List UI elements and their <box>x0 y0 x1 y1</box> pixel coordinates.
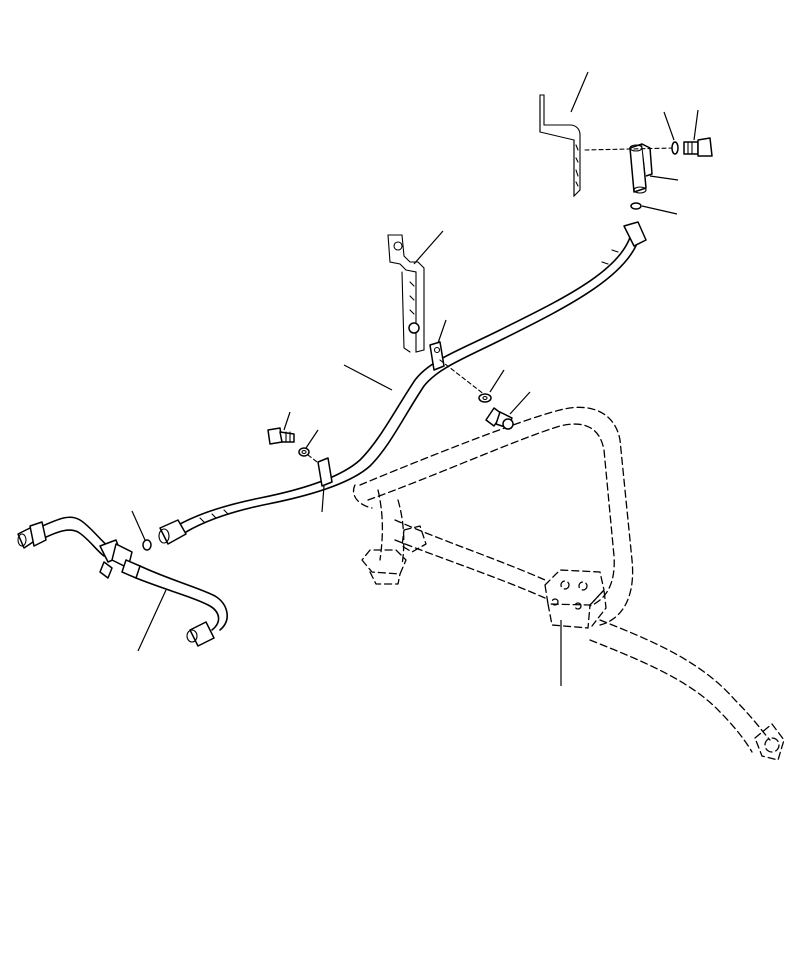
leader-bolt-left <box>283 411 291 431</box>
leader-clamp-left <box>321 485 325 513</box>
bolt-middle <box>485 407 514 430</box>
tube-assembly-left <box>17 516 228 647</box>
hose-main <box>158 221 647 545</box>
bolt-upper <box>683 137 713 157</box>
washer-upper <box>671 141 679 155</box>
bracket-middle <box>387 234 425 353</box>
leader-o-ring-left <box>131 510 146 541</box>
phantom-frame <box>352 406 771 753</box>
leader-washer-middle <box>489 369 505 393</box>
phantom-fitting-left <box>361 525 427 585</box>
leader-bracket-middle <box>413 230 444 265</box>
valve-block <box>544 569 607 629</box>
leader-lines <box>131 71 699 686</box>
pipe-adapter-block <box>629 143 653 194</box>
leader-bolt-upper <box>693 109 699 141</box>
o-ring-left <box>142 539 152 551</box>
clamp-left <box>317 457 333 487</box>
washer-left <box>298 447 310 457</box>
leader-hose-main <box>343 364 393 391</box>
phantom-fitting-right <box>754 723 785 761</box>
leader-tube-assembly-left <box>137 589 167 652</box>
bolt-left <box>267 427 295 445</box>
leader-bolt-middle <box>509 391 531 415</box>
washer-middle <box>478 393 492 403</box>
o-ring-upper <box>630 202 642 210</box>
leader-washer-upper <box>663 111 675 141</box>
bracket-upper-right <box>539 94 581 198</box>
clamp-middle <box>429 341 445 371</box>
leader-bracket-upper-right <box>570 71 589 113</box>
leader-o-ring-upper <box>641 205 678 215</box>
leader-clamp-middle <box>437 319 447 344</box>
axis-line-middle <box>439 359 486 396</box>
axis-line-upper <box>584 147 676 151</box>
leader-washer-left <box>305 429 319 449</box>
leader-pipe-adapter-block <box>649 175 679 181</box>
